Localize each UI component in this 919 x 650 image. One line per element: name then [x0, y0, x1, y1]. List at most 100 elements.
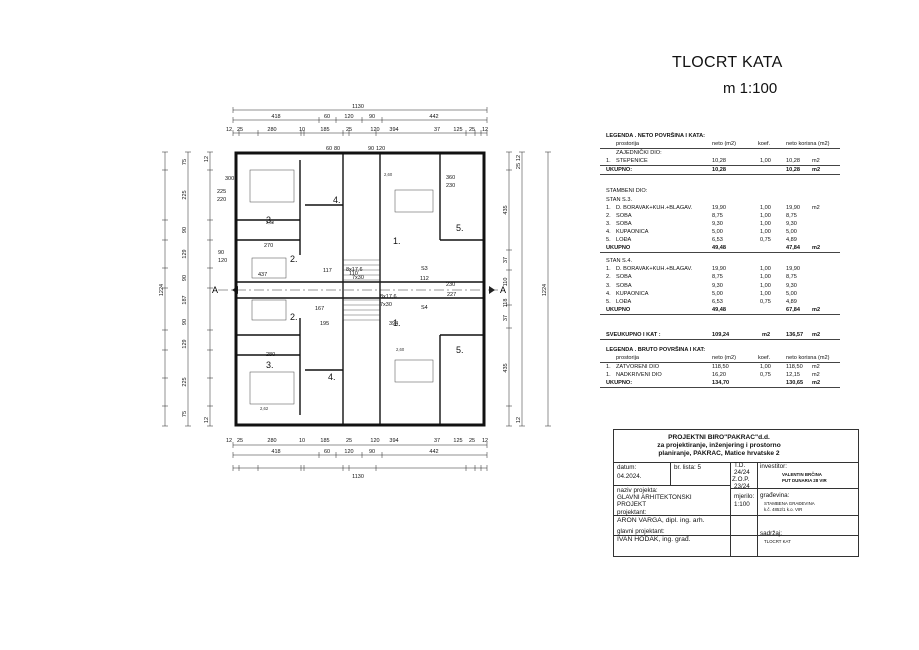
stan54-cell-neto: 8,75: [712, 274, 723, 281]
td-number: 24/24: [734, 469, 750, 476]
dim-left-0: 75: [182, 159, 188, 165]
stan53-cell-korisna: 8,75: [786, 212, 797, 219]
designer-label: projektant:: [617, 509, 647, 516]
stan53-cell-n: 3.: [606, 220, 611, 227]
stan53-cell-neto: 19,90: [712, 204, 726, 211]
bruto-cell-name: ZATVORENI DIO: [616, 364, 660, 371]
label-230: 230: [446, 282, 455, 288]
dim-top-r3-7: 394: [389, 127, 398, 133]
stan53-cell-neto: 8,75: [712, 212, 723, 219]
stan54-total-neto: 49,48: [712, 306, 726, 313]
stan54-cell-korisna: 8,75: [786, 274, 797, 281]
bruto-total-neto: 134,70: [712, 380, 730, 387]
stan54-cell-name: KUPAONICA: [616, 290, 649, 297]
stan54-cell-name: LOĐA: [616, 298, 632, 305]
dim-bottom-r3-8: 37: [434, 438, 440, 444]
project-name-1: GLAVNI ARHITEKTONSKI: [617, 494, 692, 501]
dim-top-r3-8: 37: [434, 127, 440, 133]
grand-total-unit1: m2: [762, 331, 771, 338]
dim-left-8: 129: [182, 339, 188, 348]
stan53-cell-korisna: 9,30: [786, 220, 797, 227]
stair-label-c: 8x17,6: [380, 294, 397, 300]
stan54-cell-korisna: 19,90: [786, 266, 800, 273]
col-neto: neto (m2): [712, 141, 736, 148]
dim-top-4: 90: [369, 114, 375, 120]
dim-top-r3-1: 25: [237, 127, 243, 133]
dim-left-2: 225: [182, 190, 188, 199]
bruto-cell-n: 1.: [606, 364, 611, 371]
dim-bottom-r3-9: 125: [453, 438, 462, 444]
stan53-cell-korisna: 5,00: [786, 228, 797, 235]
bruto-cell-unit: m2: [812, 372, 820, 379]
stan53-cell-name: KUPAONICA: [616, 228, 649, 235]
common-row-num: 1.: [606, 158, 611, 165]
stair-label-b: 7x30: [352, 275, 364, 281]
dim-left-5: 90: [182, 275, 188, 281]
dim-top-2: 60: [324, 114, 330, 120]
common-row-neto: 10,28: [712, 158, 726, 165]
stan54-cell-koef: 1,00: [760, 274, 771, 281]
stan53-cell-koef: 1,00: [760, 228, 771, 235]
level-1: 2,62: [266, 220, 275, 225]
dim-right-3: 37: [503, 257, 509, 263]
bruto-col-koef: koef.: [758, 355, 771, 362]
stan54-cell-koef: 0,75: [760, 298, 771, 305]
stan53-cell-korisna: 4,89: [786, 237, 797, 244]
designer-name: ARON VARGA, dipl. ing. arh.: [617, 517, 705, 524]
col-prostorija: prostorija: [616, 141, 640, 148]
dim-bottom-1: 418: [271, 449, 280, 455]
common-row-unit: m2: [812, 158, 820, 165]
stan54-cell-neto: 19,90: [712, 266, 726, 273]
stan54-cell-koef: 1,00: [760, 290, 771, 297]
stan54-cell-neto: 6,53: [712, 298, 723, 305]
dim-left-3: 90: [182, 227, 188, 233]
bruto-col-neto: neto (m2): [712, 355, 736, 362]
label-120-left: 120: [218, 258, 227, 264]
grand-total-unit2: m2: [812, 331, 821, 338]
building-type: STAMBENA GRAĐEVINA: [764, 501, 815, 506]
col-koef: koef.: [758, 141, 771, 148]
stan53-cell-name: D. BORAVAK+KUH.+BLAGAV.: [616, 204, 693, 211]
stan54-cell-neto: 5,00: [712, 290, 723, 297]
bruto-legend-title: LEGENDA . BRUTO POVRŠINA I KAT:: [606, 346, 706, 353]
stan54-total-korisna: 67,84: [786, 306, 800, 313]
stan53-cell-koef: 1,00: [760, 220, 771, 227]
scale-label: mjerilo:: [734, 493, 755, 500]
stan54-cell-neto: 9,30: [712, 282, 723, 289]
bruto-total-label: UKUPNO:: [606, 380, 633, 387]
dim-bottom-r3-1: 25: [237, 438, 243, 444]
bruto-cell-korisna: 118,50: [786, 364, 803, 371]
dim-bottom-3: 120: [344, 449, 353, 455]
td-label: T.D.: [734, 462, 746, 469]
stan54-cell-korisna: 4,89: [786, 298, 797, 305]
label-360-upper: 360: [446, 175, 455, 181]
room-3-upper: 3.: [266, 215, 274, 225]
stan53-total-korisna: 47,84: [786, 245, 800, 252]
stan53-cell-name: SOBA: [616, 220, 632, 227]
dim-bottom-r3-6: 120: [370, 438, 379, 444]
bruto-cell-koef: 0,75: [760, 372, 771, 379]
stan53-cell-koef: 0,75: [760, 237, 771, 244]
dim-left-overall: 1224: [159, 284, 165, 296]
bruto-cell-name: NADKRIVENI DIO: [616, 372, 662, 379]
room-3-lower: 3.: [266, 360, 274, 370]
drawing-scale: m 1:100: [723, 80, 778, 97]
company-line3: planiranje, PAKRAC, Matice hrvatske 2: [658, 450, 780, 457]
common-row-korisna: 10,28: [786, 158, 800, 165]
stan54-cell-name: SOBA: [616, 282, 632, 289]
dim-bottom-r3-2: 280: [267, 438, 276, 444]
investor-name: VALENTIN BRČINA: [782, 472, 822, 477]
room-4-lower: 4.: [328, 372, 336, 382]
dim-top-r3-11: 12: [482, 127, 488, 133]
label-394: 394: [389, 321, 398, 327]
opening-120-top: 120: [376, 146, 385, 152]
stan53-total-label: UKUPNO: [606, 245, 631, 252]
title-block: PROJEKTNI BIRO"PAKRAC"d.d. za projektira…: [613, 429, 859, 557]
dim-left-1: 12: [204, 156, 210, 162]
room-5-upper: 5.: [456, 223, 464, 233]
stan53-cell-neto: 5,00: [712, 228, 723, 235]
dim-bottom-r3-3: 10: [299, 438, 305, 444]
